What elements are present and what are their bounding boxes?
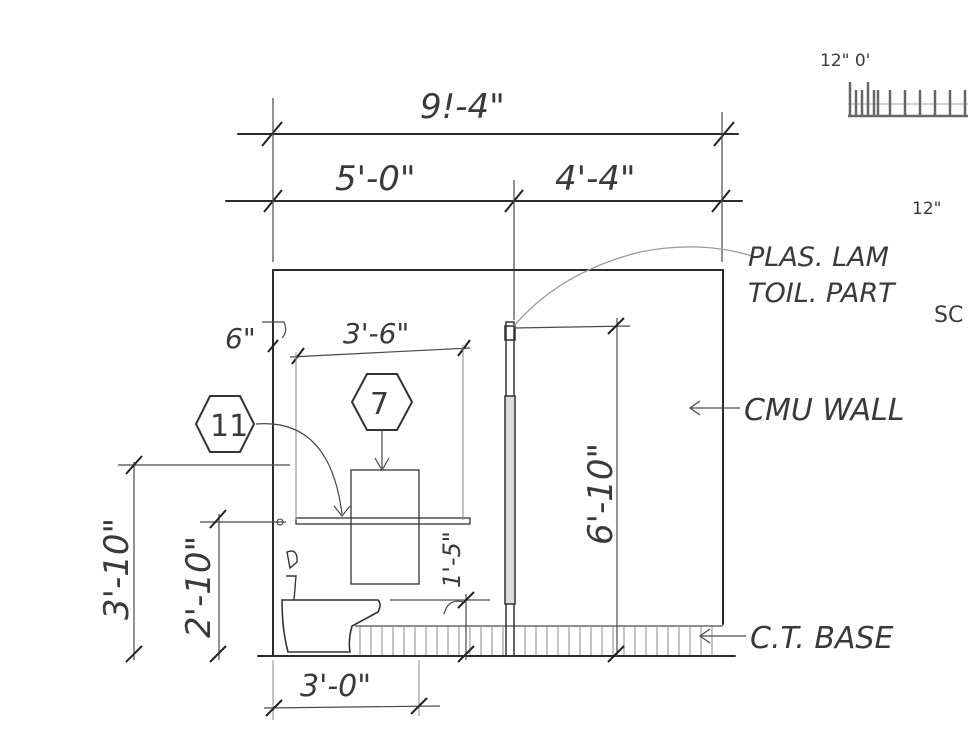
note-ct-base: C.T. BASE <box>698 621 893 656</box>
dim-height-1-5: 1'-5" <box>438 531 466 588</box>
dim-width-3-6: 3'-6" <box>343 317 409 350</box>
dim-height-6-10: 6'-10" <box>581 443 621 545</box>
callout-tag-11: 11 <box>194 395 351 517</box>
dimension-overall: 9!-4" <box>237 87 739 147</box>
callout-tag-7: 7 <box>350 373 414 472</box>
scale-bar-graphic <box>848 82 968 118</box>
dimension-2-10: 2'-10" <box>179 509 286 663</box>
mirror <box>350 469 420 585</box>
dimension-3-0: 3'-0" <box>263 660 441 720</box>
water-closet <box>281 550 381 653</box>
dim-height-3-10: 3'-10" <box>97 518 137 620</box>
scale-bar-top: 12" 0' <box>820 51 968 118</box>
extension-lines <box>272 98 723 320</box>
dim-height-2-10: 2'-10" <box>179 536 219 638</box>
scale-bar-second: 12" <box>912 199 941 219</box>
note-ct-base-label: C.T. BASE <box>750 621 893 656</box>
scale-label-second: 12" <box>912 199 941 219</box>
note-partition-line2: TOIL. PART <box>748 278 897 309</box>
ceramic-tile-base <box>355 625 723 655</box>
dimension-6-10: 6'-10" <box>513 317 631 663</box>
dim-left-span: 5'-0" <box>335 159 416 199</box>
room-outline <box>257 269 736 657</box>
dim-width-3-0: 3'-0" <box>300 669 371 704</box>
note-partition: PLAS. LAM TOIL. PART SC <box>513 242 963 328</box>
note-cmu-wall: CMU WALL <box>688 393 904 428</box>
dimension-3-6: 3'-6" <box>289 317 471 520</box>
tag-11-label: 11 <box>210 409 248 444</box>
dim-right-span: 4'-4" <box>555 159 636 199</box>
dimension-6in: 6" <box>225 321 287 355</box>
note-cmu-wall-label: CMU WALL <box>744 393 904 428</box>
tag-7-label: 7 <box>370 387 389 422</box>
dim-overall-width: 9!-4" <box>420 87 505 127</box>
note-partition-line1: PLAS. LAM <box>748 242 889 273</box>
dimension-spans: 5'-0" 4'-4" <box>225 159 743 213</box>
dimension-3-10: 3'-10" <box>97 455 290 663</box>
grab-bar <box>276 517 471 526</box>
dimension-1-5: 1'-5" <box>390 531 490 663</box>
dim-offset-6: 6" <box>225 322 256 355</box>
note-partition-cut: SC <box>934 303 963 328</box>
toilet-partition <box>504 321 516 657</box>
scale-label-top: 12" 0' <box>820 51 870 71</box>
